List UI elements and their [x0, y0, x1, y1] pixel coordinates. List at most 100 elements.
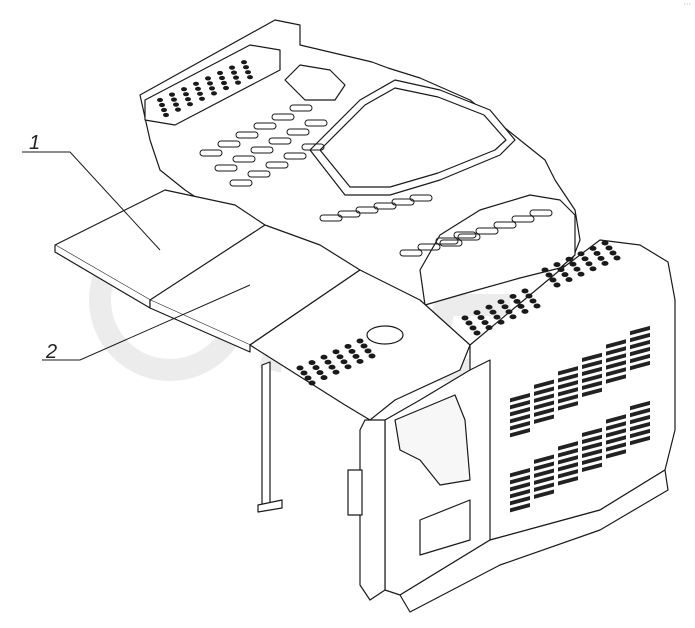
perforation-hole	[368, 353, 376, 359]
perforation-hole	[217, 70, 223, 76]
vent-slot	[630, 339, 650, 350]
hood-slot	[283, 152, 307, 160]
hood-slot	[529, 209, 553, 217]
hood-slot	[373, 202, 397, 210]
perforation-hole	[501, 304, 509, 310]
vent-slot	[606, 421, 626, 431]
perforation-hole	[175, 107, 181, 112]
vent-slot	[510, 474, 530, 485]
hood-slot	[319, 214, 343, 222]
hood-slot	[304, 119, 328, 127]
vent-slot	[558, 380, 578, 390]
vent-slot	[606, 339, 626, 349]
vent-slot	[606, 353, 626, 363]
perforation-hole	[340, 359, 348, 365]
perforation-hole	[241, 60, 247, 65]
perforation-hole	[601, 260, 609, 266]
perforation-hole	[187, 102, 193, 107]
perforation-hole	[296, 365, 304, 371]
perforation-hole	[585, 261, 593, 267]
support-leg	[257, 361, 283, 513]
vent-slot	[534, 454, 554, 464]
perforation-hole	[589, 266, 597, 272]
perforation-hole	[245, 70, 251, 75]
hood-slot	[253, 122, 277, 130]
perforation-hole	[185, 97, 191, 102]
vent-slot	[606, 360, 626, 370]
vent-slot	[558, 394, 578, 404]
perforation-hole	[163, 112, 169, 118]
perforation-hole	[221, 80, 227, 86]
vent-slot	[510, 399, 530, 410]
vent-slot	[534, 379, 554, 389]
perforation-hole	[308, 380, 316, 386]
vent-slot	[630, 421, 650, 432]
vent-slot	[534, 393, 554, 403]
vent-slot	[558, 441, 578, 451]
perforation-hole	[219, 75, 225, 81]
vent-slot	[534, 475, 554, 485]
hood-slot	[511, 215, 535, 223]
perforation-hole	[183, 92, 189, 97]
perforation-hole	[509, 314, 517, 320]
perforation-hole	[181, 87, 187, 92]
vent-slot	[606, 442, 626, 452]
hood-slot	[399, 249, 423, 257]
hood-slot	[453, 231, 477, 239]
vent-slot	[606, 428, 626, 438]
leader-line-1	[22, 151, 161, 251]
hood-slot	[355, 206, 379, 214]
callout-number-1: 1	[29, 132, 41, 154]
perforation-hole	[589, 245, 597, 251]
perforation-hole	[223, 85, 229, 91]
vent-slot	[630, 428, 650, 439]
vent-slot	[558, 373, 578, 383]
perforation-hole	[231, 70, 237, 75]
vent-slot	[510, 467, 530, 478]
hood-slot	[265, 161, 289, 169]
perforation-hole	[493, 314, 501, 320]
vent-slot	[630, 353, 650, 364]
vent-slot	[534, 461, 554, 471]
vent-slot	[582, 448, 602, 459]
vent-slot	[558, 366, 578, 376]
vent-slot	[510, 420, 530, 431]
perforation-hole	[569, 261, 577, 267]
perforation-hole	[517, 303, 525, 309]
side-vent-louvers	[510, 325, 650, 513]
vent-slot	[534, 386, 554, 396]
perforation-hole	[485, 304, 493, 310]
perforation-hole	[521, 308, 529, 314]
perforation-hole	[581, 256, 589, 262]
perforation-hole	[348, 348, 356, 354]
vent-slot	[510, 488, 530, 499]
perforation-hole	[529, 298, 537, 304]
perforation-hole	[489, 309, 497, 315]
vent-slot	[510, 427, 530, 438]
vent-slot	[534, 400, 554, 410]
perforation-hole	[312, 365, 320, 371]
hood-slot	[286, 128, 310, 136]
perforation-hole	[320, 375, 328, 381]
perforation-hole	[352, 353, 360, 359]
vent-slot	[510, 481, 530, 492]
inner-bracket	[347, 394, 471, 556]
perforation-hole	[157, 97, 163, 103]
vent-slot	[582, 441, 602, 452]
perforation-hole	[171, 97, 177, 102]
perforation-hole	[320, 354, 328, 360]
hood-slot	[417, 243, 441, 251]
hood-slot	[301, 143, 325, 151]
hood-slot	[247, 170, 271, 178]
vent-slot	[582, 462, 602, 473]
cover-plate-2	[149, 224, 361, 353]
perforation-hole	[328, 364, 336, 370]
hood-slots	[199, 104, 553, 257]
vent-slot	[534, 407, 554, 417]
perforation-hole	[497, 319, 505, 325]
perforation-hole	[577, 251, 585, 257]
corner-mark: ’‘’	[683, 2, 691, 11]
vent-slot	[582, 434, 602, 445]
perforation-hole	[169, 92, 175, 97]
perforation-hole	[505, 309, 513, 315]
